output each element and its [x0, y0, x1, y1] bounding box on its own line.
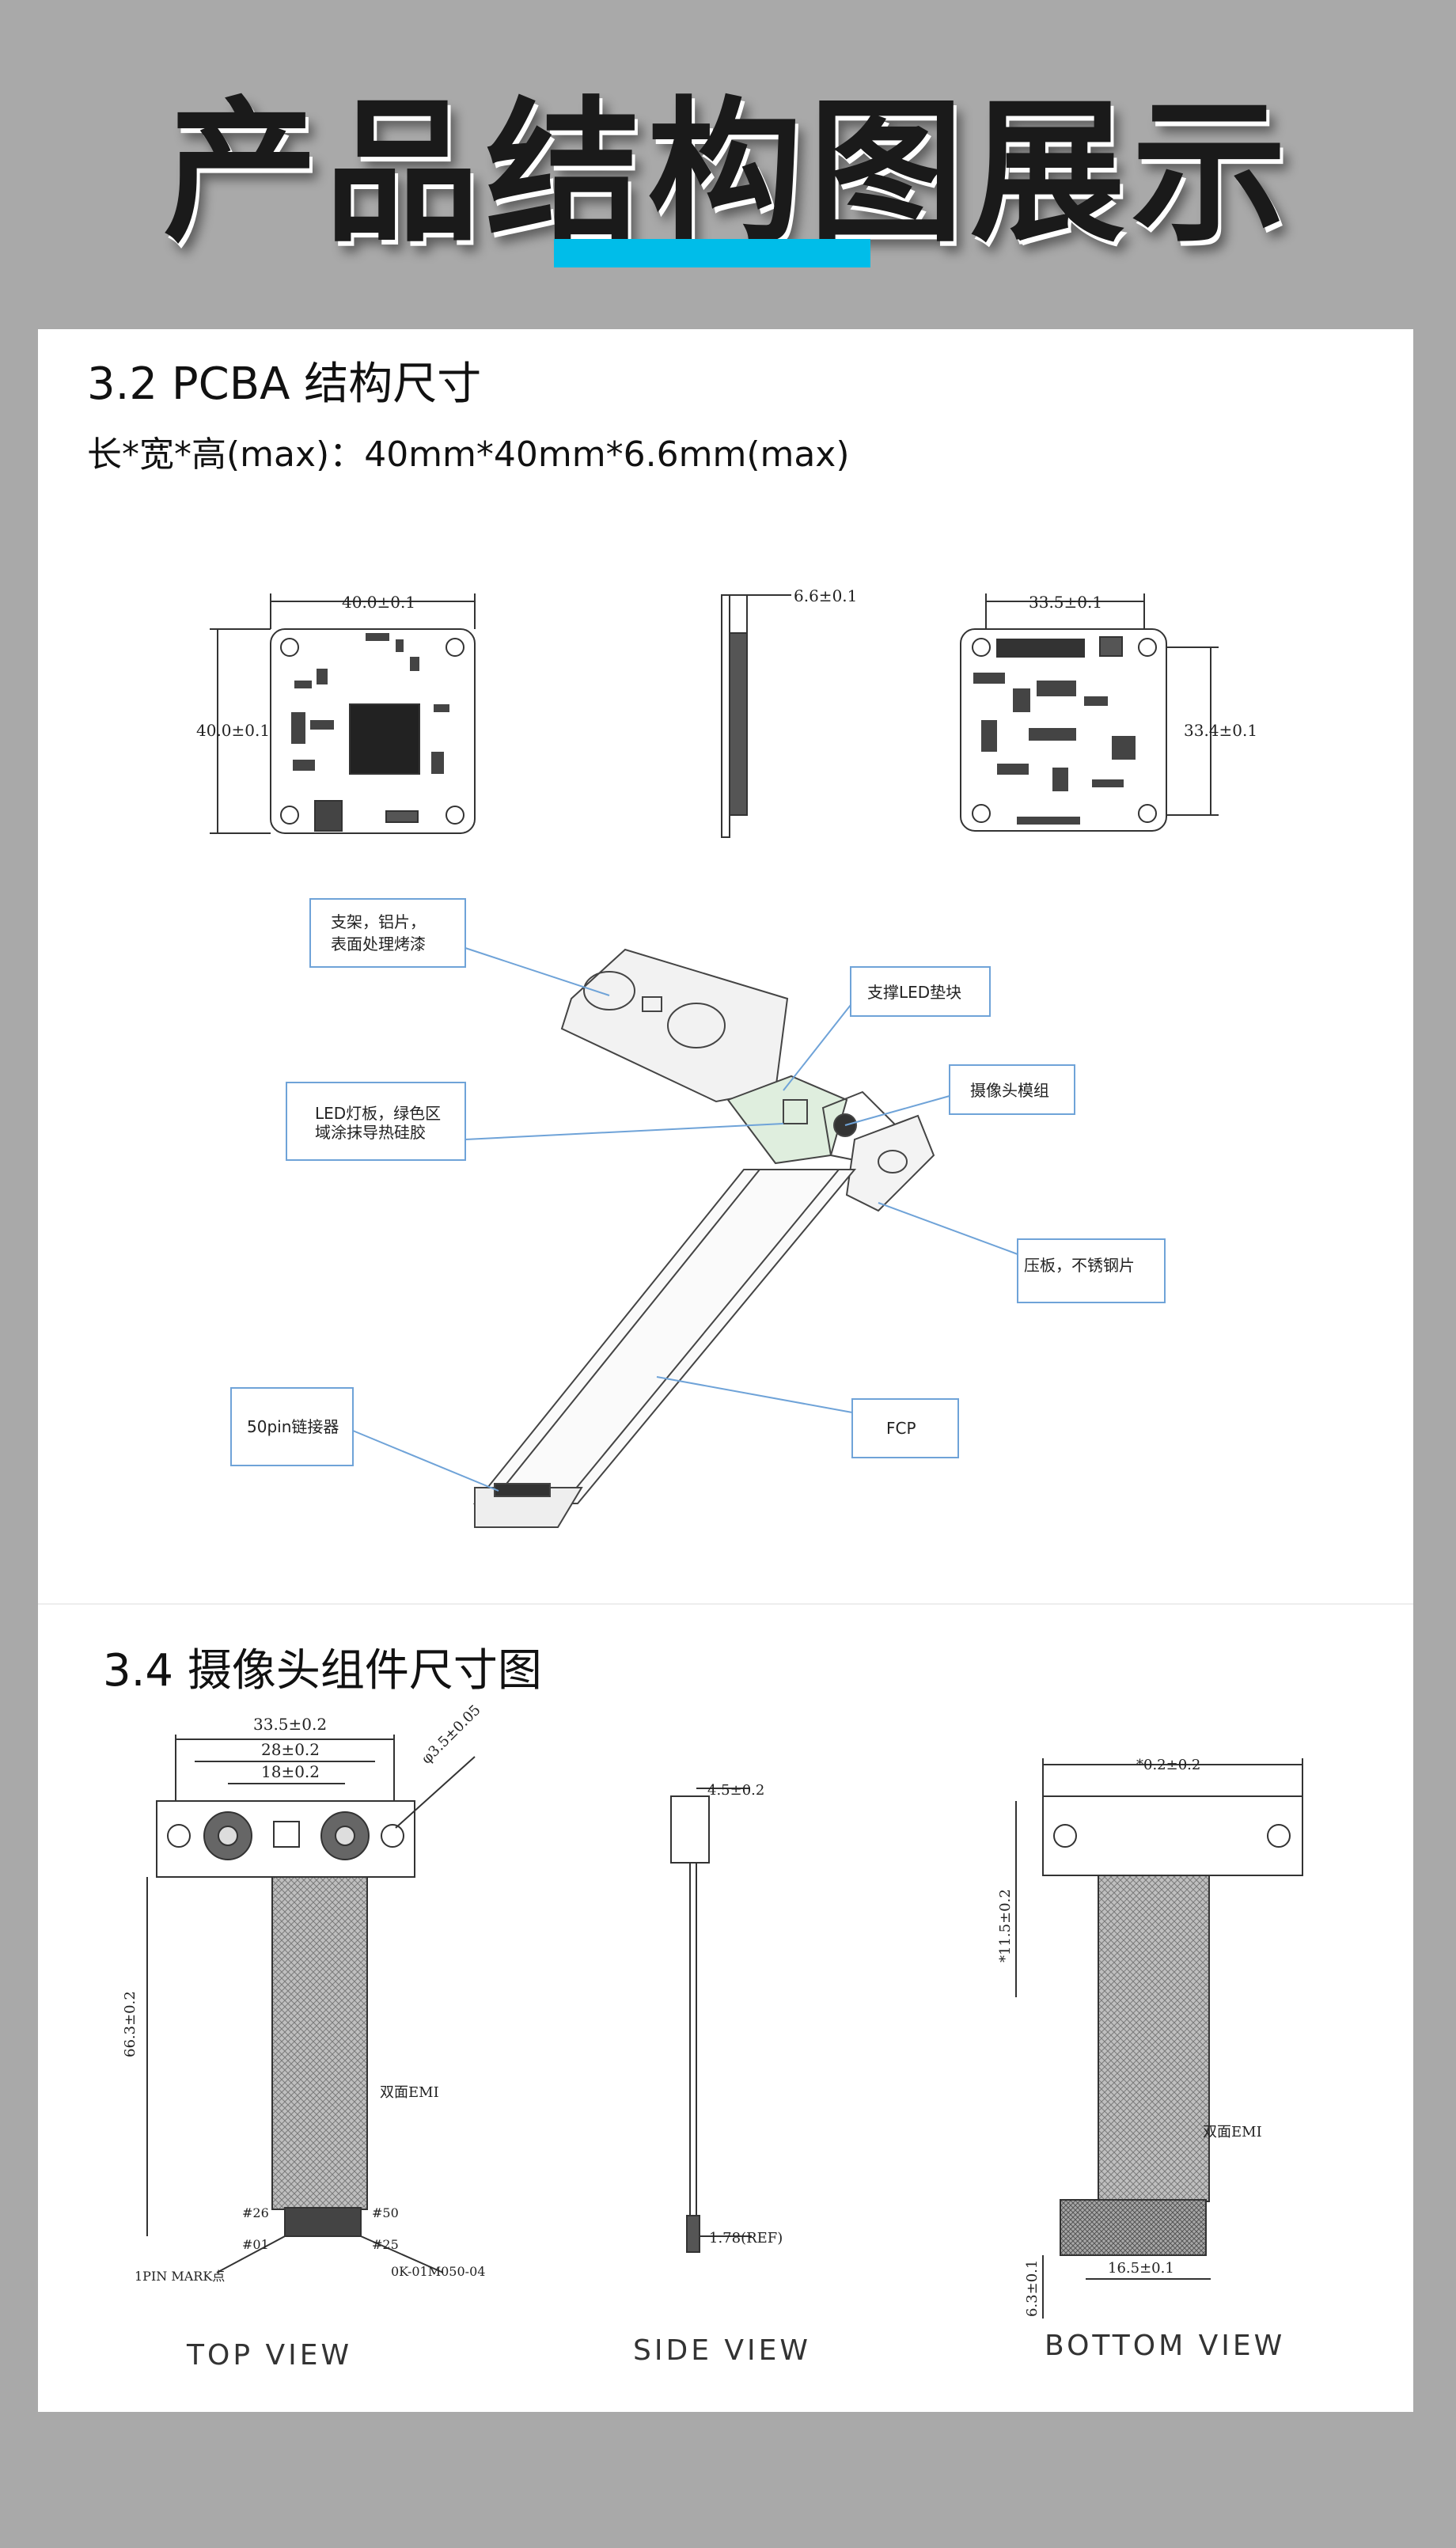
bottom-width-2-dim: 16.5±0.1: [1108, 2260, 1174, 2277]
side-view-label: SIDE VIEW: [633, 2334, 811, 2367]
back-width-label: 33.5±0.1: [1029, 593, 1102, 612]
section-divider: [38, 1603, 1413, 1605]
pin-mark-label: 1PIN MARK点: [135, 2269, 225, 2284]
exploded-view: [472, 948, 935, 1528]
camera-bottom-view: [1015, 1758, 1303, 2319]
top-width-1: 33.5±0.2: [253, 1715, 327, 1734]
camera-side-view: [670, 1788, 752, 2253]
callout-camera: 摄像头模组: [970, 1081, 1049, 1100]
pcba-heading: 3.2 PCBA 结构尺寸: [87, 358, 482, 410]
bottom-height-dim: *11.5±0.2: [997, 1889, 1014, 1962]
pcba-dimensions: 长*宽*高(max)：40mm*40mm*6.6mm(max): [87, 434, 850, 475]
pin-25: #25: [372, 2237, 399, 2252]
pcba-side-view: [721, 594, 791, 838]
top-emi-label: 双面EMI: [380, 2084, 439, 2101]
callout-led-pad: 支撑LED垫块: [867, 983, 961, 1002]
callout-connector-box: [230, 1387, 354, 1466]
front-height-label: 40.0±0.1: [196, 721, 270, 740]
top-length: 66.3±0.2: [122, 1991, 138, 2057]
callout-connector: 50pin链接器: [247, 1417, 339, 1436]
callout-bracket-1: 支架，铝片，: [331, 912, 426, 931]
pcba-front-view: [210, 593, 476, 834]
callout-led-pad-box: [850, 966, 991, 1017]
camera-heading: 3.4 摄像头组件尺寸图: [103, 1645, 542, 1697]
side-top-dim: 4.5±0.2: [707, 1782, 764, 1799]
bottom-view-label: BOTTOM VIEW: [1045, 2330, 1286, 2362]
callout-fcp: FCP: [886, 1419, 916, 1438]
top-width-2: 28±0.2: [261, 1740, 320, 1759]
bottom-height-2-dim: 6.3±0.1: [1024, 2260, 1041, 2317]
pin-50: #50: [372, 2205, 399, 2220]
callout-plate: 压板，不锈钢片: [1024, 1256, 1135, 1275]
pin-01: #01: [242, 2237, 269, 2252]
camera-top-view: [146, 1735, 476, 2273]
callout-fcp-box: [851, 1398, 959, 1458]
pcba-back-view: [960, 593, 1219, 832]
callout-led-board-box: [286, 1082, 466, 1161]
pin-26: #26: [242, 2205, 269, 2220]
callouts: [230, 898, 1166, 1492]
hero-accent-bar: [554, 239, 870, 267]
connector-part-label: 0K-01M050-04: [391, 2264, 485, 2279]
callout-bracket-2: 表面处理烤漆: [331, 935, 426, 954]
top-width-3: 18±0.2: [261, 1762, 320, 1781]
bottom-width-dim: *0.2±0.2: [1136, 1757, 1200, 1773]
bottom-emi-label: 双面EMI: [1203, 2124, 1262, 2140]
callout-camera-box: [949, 1064, 1075, 1115]
callout-plate-box: [1017, 1238, 1166, 1303]
front-width-label: 40.0±0.1: [342, 593, 415, 612]
callout-bracket-box: [309, 898, 466, 968]
top-view-label: TOP VIEW: [187, 2339, 353, 2372]
side-thickness-label: 6.6±0.1: [794, 586, 857, 605]
side-ref-dim: 1.78(REF): [709, 2230, 783, 2247]
hero-title: 产品结构图展示: [162, 83, 1293, 264]
callout-led-board-1: LED灯板，绿色区: [315, 1104, 441, 1123]
callout-led-board-2: 域涂抹导热硅胶: [315, 1123, 426, 1142]
back-height-label: 33.4±0.1: [1184, 721, 1257, 740]
